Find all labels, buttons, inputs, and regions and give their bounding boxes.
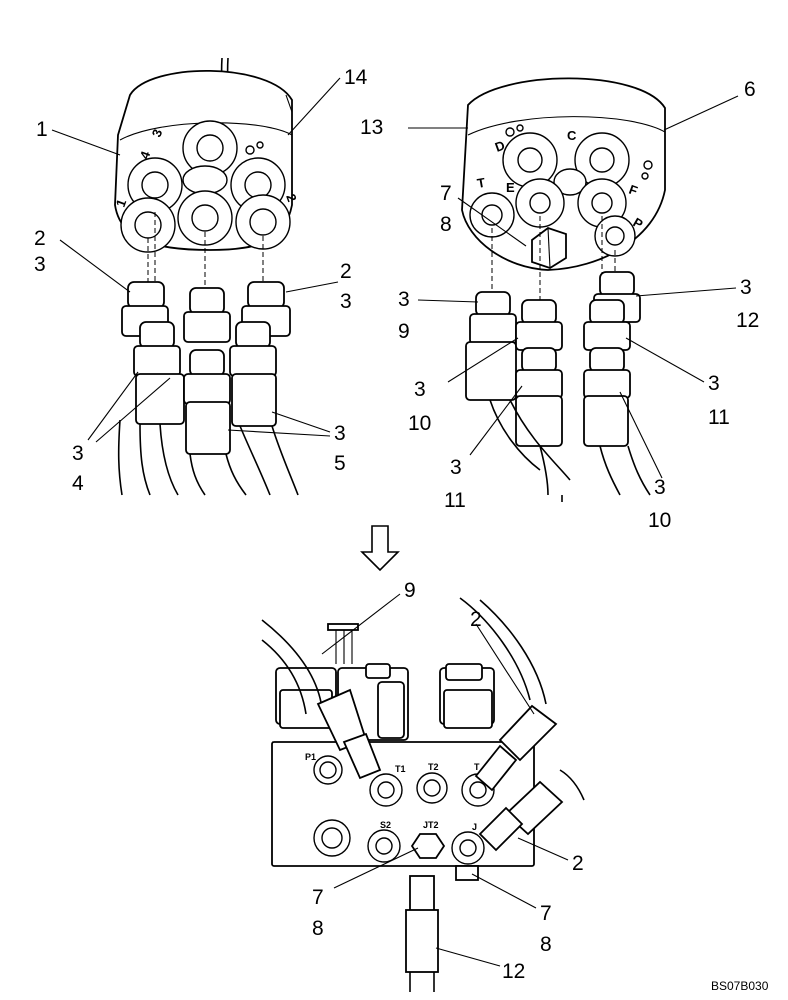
port-label: C (567, 128, 577, 143)
right-connector-view: C D E F T P (360, 77, 759, 532)
callout: 2 (572, 852, 584, 875)
callout: 10 (648, 509, 671, 532)
left-hose-fittings (117, 281, 299, 496)
callout: 9 (398, 320, 410, 343)
callout: 8 (312, 917, 324, 940)
callout: 12 (502, 960, 525, 983)
figure-code: BS07B030 (711, 979, 769, 993)
callout: 9 (404, 579, 416, 602)
port-label: 1 (113, 197, 130, 209)
callout: 3 (414, 378, 426, 401)
callout: 10 (408, 412, 431, 435)
callout: 3 (34, 253, 46, 276)
port-label: T1 (395, 764, 406, 774)
valve-block-view: P1 T1 T2 T S2 JT2 J 9 2 2 7 8 7 (261, 579, 585, 992)
callout: 2 (470, 608, 482, 631)
callout: 3 (450, 456, 462, 479)
left-connector-view: 3 4 1 2 (34, 57, 368, 496)
callout: 1 (36, 118, 48, 141)
callout: 3 (654, 476, 666, 499)
callout: 7 (440, 182, 452, 205)
callout: 3 (72, 442, 84, 465)
callout: 14 (344, 66, 368, 89)
port-label: 3 (149, 127, 166, 139)
port-label: P1 (305, 752, 316, 762)
callout: 11 (444, 489, 466, 512)
callout: 2 (34, 227, 46, 250)
port-label: T2 (428, 762, 439, 772)
callout: 7 (312, 886, 324, 909)
port-label: S2 (380, 820, 391, 830)
callout: 2 (340, 260, 352, 283)
port-label: T (474, 762, 480, 772)
port-label: T (476, 175, 486, 191)
down-arrow-icon (360, 525, 400, 572)
right-hose-fittings (465, 271, 651, 502)
callout: 5 (334, 452, 346, 475)
callout: 12 (736, 309, 759, 332)
port-label: JT2 (423, 820, 439, 830)
callout: 3 (708, 372, 720, 395)
port-label: 2 (283, 192, 300, 204)
callout: 8 (540, 933, 552, 956)
port-label: E (506, 180, 515, 195)
port-label: J (472, 822, 477, 832)
callout: 3 (340, 290, 352, 313)
callout: 11 (708, 406, 730, 429)
callout: 6 (744, 78, 756, 101)
callout: 3 (398, 288, 410, 311)
callout: 7 (540, 902, 552, 925)
callout: 13 (360, 116, 383, 139)
callout: 4 (72, 472, 84, 495)
callout: 8 (440, 213, 452, 236)
callout: 3 (740, 276, 752, 299)
callout: 3 (334, 422, 346, 445)
